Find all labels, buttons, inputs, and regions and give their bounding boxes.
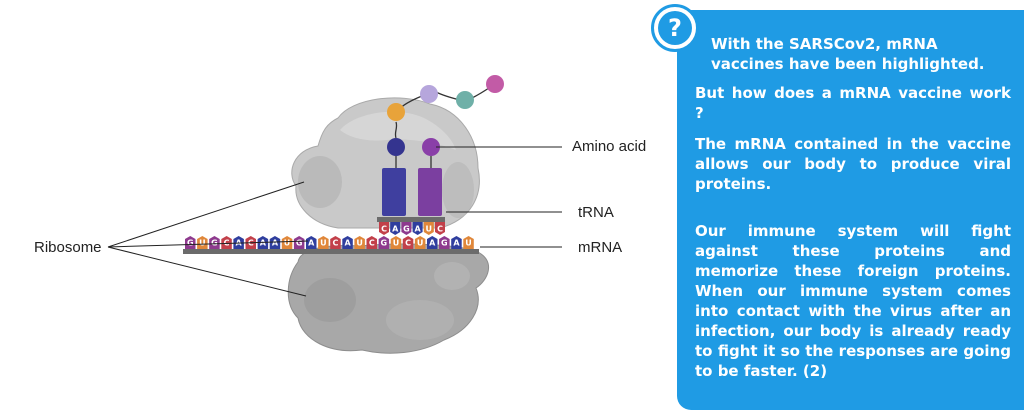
amino-acid-purple	[422, 138, 440, 156]
mrna-nucleotide-letter: G	[211, 239, 218, 248]
mrna-nucleotide: U	[390, 236, 402, 249]
trna-nucleotide-letter: A	[392, 225, 399, 234]
mrna-nucleotide: C	[330, 236, 341, 249]
peptide-chain	[394, 85, 493, 139]
ribosome-label: Ribosome	[34, 239, 102, 256]
mrna-nucleotide-letter: A	[453, 239, 460, 248]
mrna-nucleotide-letter: U	[393, 239, 400, 248]
mrna-nucleotide: G	[378, 236, 390, 249]
paragraph-mrna-proteins: The mRNA contained in the vaccine allows…	[695, 135, 1011, 193]
trna-backbone	[377, 217, 445, 222]
amino-acid-lavender	[420, 85, 438, 103]
mrna-nucleotide-letter: C	[333, 239, 339, 248]
mrna-backbone	[183, 249, 479, 254]
mrna-nucleotide-letter: G	[381, 239, 388, 248]
trna-body-left	[382, 168, 406, 216]
trna-nucleotide-letter: C	[437, 225, 443, 234]
mrna-label: mRNA	[578, 239, 623, 256]
mrna-nucleotide: G	[209, 236, 220, 249]
mrna-nucleotide-letter: G	[296, 239, 303, 248]
mrna-nucleotide-letter: U	[417, 239, 424, 248]
amino-acid-dark-blue	[387, 138, 405, 156]
mrna-nucleotide: A	[427, 236, 438, 249]
amino-acid-label: Amino acid	[572, 138, 647, 155]
mrna-strand: GUGCACAAUGAUCAUCGUCUAGAU	[185, 236, 474, 249]
mrna-nucleotide: G	[185, 236, 196, 249]
question-mark-glyph: ?	[658, 11, 692, 45]
mrna-nucleotide-letter: G	[441, 239, 448, 248]
mrna-nucleotide: A	[451, 236, 462, 249]
mrna-nucleotide: U	[281, 236, 293, 249]
mrna-nucleotide-letter: G	[187, 239, 194, 248]
ribosome-pointer-bottom	[107, 246, 307, 297]
trna-nucleotide: G	[401, 222, 412, 235]
mrna-nucleotide: G	[439, 236, 450, 249]
amino-acid-pink	[486, 75, 504, 93]
mrna-nucleotide-letter: C	[369, 239, 375, 248]
mrna-nucleotide-letter: A	[308, 239, 315, 248]
trna-body-right	[418, 168, 442, 216]
amino-acid-orange	[387, 103, 405, 121]
mrna-nucleotide: A	[342, 236, 353, 249]
ribosome-pointer-mid	[107, 240, 309, 248]
mrna-nucleotide-letter: U	[320, 239, 327, 248]
trna-nucleotide: A	[412, 222, 423, 235]
mrna-nucleotide-letter: U	[199, 239, 206, 248]
mrna-nucleotide: A	[306, 236, 317, 249]
ribosome-pointer-top	[107, 181, 305, 248]
info-panel: With the SARSCov2, mRNA vaccines have be…	[677, 10, 1024, 410]
mrna-nucleotide: U	[354, 236, 365, 249]
trna-nucleotide-letter: U	[426, 225, 433, 234]
paragraph-immune-system: Our immune system will fight against the…	[695, 222, 1011, 380]
trna-nucleotide: U	[423, 222, 434, 235]
mrna-nucleotide-letter: A	[344, 239, 351, 248]
mrna-nucleotide: U	[197, 236, 208, 249]
intro-text: With the SARSCov2, mRNA vaccines have be…	[711, 35, 985, 73]
mrna-nucleotide-letter: U	[465, 239, 472, 248]
mrna-nucleotide-letter: U	[356, 239, 363, 248]
mrna-nucleotide-letter: A	[429, 239, 436, 248]
trna-nucleotide: A	[390, 222, 401, 235]
trna-nucleotide: C	[379, 222, 389, 235]
trna-nucleotide-letter: C	[381, 225, 387, 234]
mrna-nucleotide: U	[414, 236, 426, 249]
mrna-nucleotide-letter: C	[405, 239, 411, 248]
mrna-nucleotide: U	[463, 236, 474, 249]
question-text: But how does a mRNA vaccine work ?	[695, 84, 1011, 122]
trna-nucleotide-letter: A	[414, 225, 421, 234]
mrna-nucleotide: A	[269, 236, 281, 249]
trna-nucleotide: C	[435, 222, 445, 235]
mrna-nucleotide-letter: A	[260, 239, 267, 248]
mrna-nucleotide: C	[366, 236, 377, 249]
mrna-nucleotide-letter: A	[272, 239, 279, 248]
mrna-nucleotide: G	[293, 236, 305, 249]
mrna-nucleotide: C	[402, 236, 414, 249]
question-mark-icon: ?	[651, 4, 699, 52]
amino-acid-teal	[456, 91, 474, 109]
trna-label: tRNA	[578, 204, 614, 221]
trna-nucleotide-letter: G	[403, 225, 410, 234]
mrna-nucleotide-letter: U	[284, 239, 291, 248]
mrna-nucleotide: C	[221, 236, 232, 249]
mrna-nucleotide: U	[318, 236, 329, 249]
